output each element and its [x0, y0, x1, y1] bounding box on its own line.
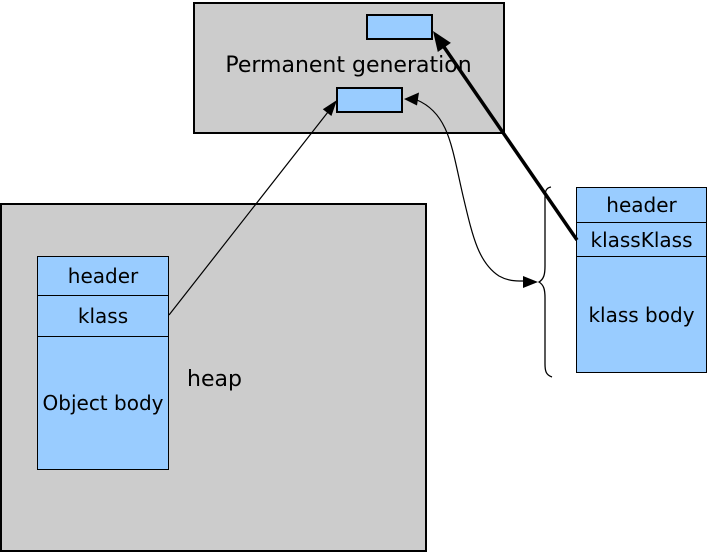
object-body-label: Object body — [42, 391, 164, 415]
object-klass-label: klass — [77, 304, 129, 328]
klass-body-cell: klass body — [577, 257, 706, 372]
permanent-generation-label: Permanent generation — [225, 53, 472, 78]
heap-label: heap — [187, 367, 242, 392]
object-header-cell: header — [38, 257, 168, 296]
object-body-cell: Object body — [38, 337, 168, 469]
klass-header-label: header — [606, 193, 677, 217]
klass-klassklass-label: klassKlass — [590, 227, 693, 252]
permgen-klass-object-rect — [336, 87, 403, 113]
permgen-klassklass-object-rect — [366, 14, 433, 40]
klass-header-cell: header — [577, 188, 706, 223]
heap-object-box: header klass Object body — [37, 256, 169, 470]
klass-struct-box: header klassKlass klass body — [576, 187, 707, 373]
object-klass-cell: klass — [38, 296, 168, 337]
object-header-label: header — [67, 264, 139, 288]
klass-klassklass-cell: klassKlass — [577, 223, 706, 257]
klass-body-label: klass body — [588, 302, 695, 327]
klass-struct-brace — [537, 186, 553, 378]
